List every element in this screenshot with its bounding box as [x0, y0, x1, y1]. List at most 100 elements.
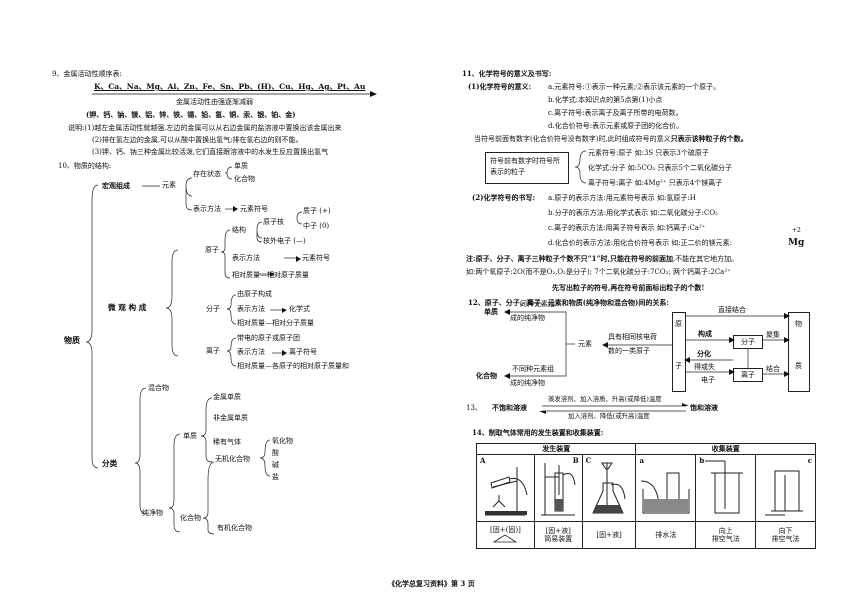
apparatus-B: B	[533, 453, 583, 523]
atom-box-char-1: 原	[675, 320, 682, 328]
q13-forward: 蒸发溶剂、加入溶质、升高(或降低)温度	[548, 395, 662, 403]
tree-micro: 微 观 构 成	[108, 303, 147, 312]
col-a-caption: 排水法	[635, 521, 697, 550]
q11-meaning-b: b.化学式:本知识点的第5点第(1)小点	[548, 96, 663, 104]
atom-box	[672, 312, 686, 392]
rel-same-pure: 成的纯净物	[510, 314, 545, 322]
prefix-ion: 离子符号:离子 如:4Mg²⁺ 只表示4个镁离子	[588, 179, 723, 187]
q9-note-3: (3)钾、钙、钠三种金属比较活泼,它们直接跟溶液中的水发生反应置换出氢气	[92, 148, 329, 156]
classify-salt: 盐	[272, 473, 279, 481]
tree-root-matter: 物质	[64, 335, 80, 345]
tree-atom-rep: 表示方法	[232, 254, 260, 262]
rel-compose: 构成	[698, 329, 712, 338]
rel-compound: 化合物	[476, 371, 497, 380]
gen-A-caption: [固+(固)]	[476, 521, 535, 550]
rel-same-nuc-1: 具有相同核电荷	[608, 333, 657, 341]
classify-acid: 酸	[272, 449, 279, 457]
q11-meaning-c: c.离子符号:表示离子及离子所带的电荷数。	[548, 109, 683, 117]
tree-molecule: 分子	[206, 305, 220, 313]
q11-meaning-d: d.化合价符号:表示元素或原子团的化合价。	[548, 122, 684, 130]
classify-label: 分类	[102, 459, 118, 468]
saturated-solution: 饱和溶液	[690, 403, 718, 412]
q9-mnemonic: (钾、钙、钠、镁、铝、锌、铁、锡、铅、氢、铜、汞、银、铂、金)	[86, 110, 296, 119]
gen-B-caption: [固+液]简易装置	[533, 521, 583, 550]
simple-gen-apparatus-icon	[541, 463, 576, 516]
q11-writing-b: b.分子的表示方法:用化学式表示 如:二氧化碳分子:CO₂	[548, 209, 718, 217]
classify-organic: 有机化合物	[217, 524, 252, 532]
gen-header: 发生装置	[475, 443, 637, 455]
tree-electron: 核外电子 (—)	[263, 237, 306, 245]
activity-arrow-caption: 金属活动性由强逐渐减弱	[176, 98, 253, 106]
q10-title: 10、物质的结构:	[58, 162, 112, 170]
q11-writing-a: a.原子的表示方法:用元素符号表示 如:氢原子:H	[548, 194, 696, 202]
heat-triangle-icon	[493, 534, 518, 543]
q11-meaning-a: a.元素符号:①表示一种元素;②表示该元素的一个原子。	[548, 83, 721, 91]
matter-box-char-2: 质	[795, 362, 802, 370]
rel-simple: 单质	[484, 307, 498, 316]
q11-writing-c: c.离子的表示方法:用离子符号表示 如:钙离子:Ca²⁺	[548, 224, 706, 232]
rel-same-nuc-2: 数的一类原子	[608, 347, 650, 355]
classify-noble: 稀有气体	[213, 438, 241, 446]
rel-same-elem: 同种元素组	[520, 300, 555, 308]
gen-C-caption: [固+液]	[581, 521, 637, 550]
number-prefix-box: 符号前有数字时符号所表示的粒子	[485, 152, 569, 184]
tree-ion-mass: 相对质量—各原子的相对原子质量和	[237, 362, 349, 370]
q13-backward: 加入溶剂、降低(或升高)温度	[568, 412, 650, 420]
q11-example: 如:两个氧原子:2O(而不是O₂,O₂是分子); 7个二氧化碳分子:7CO₂; …	[466, 268, 731, 276]
ion-box: 离子	[733, 368, 763, 382]
metal-activity-sequence: K、Ca、Na、Mg、Al、Zn、Fe、Sn、Pb、(H)、Cu、Hg、Ag、P…	[94, 82, 366, 91]
page-footer: 《化学总复习资料》第 3 页	[388, 579, 475, 588]
tree-mol-mass: 相对质量—相对分子质量	[237, 319, 314, 327]
q14-title: 14、制取气体常用的发生装置和收集装置:	[472, 428, 604, 437]
q11-writing-d: d.化合价的表示方法:用化合价符号表示 如:正二价的镁元素:	[548, 239, 733, 247]
classify-oxide: 氧化物	[272, 437, 293, 445]
valence-symbol: Mg	[788, 238, 805, 248]
upward-air-icon	[704, 460, 743, 514]
tree-simple: 单质	[234, 162, 248, 170]
apparatus-a: a	[635, 453, 697, 523]
valence-sup: +2	[792, 227, 801, 234]
tree-ion-symbol: 离子符号	[289, 348, 317, 356]
water-displacement-icon	[640, 472, 690, 514]
classify-simple: 单质	[183, 432, 197, 440]
matter-box	[788, 312, 810, 392]
tree-exist-state: 存在状态	[193, 170, 221, 178]
tree-ion: 离子	[206, 347, 220, 355]
classify-mixture: 混合物	[148, 384, 169, 392]
tree-elem-symbol: 元素符号	[240, 205, 268, 213]
q11-writing-label: (2)化学符号的书写:	[472, 193, 536, 202]
rel-direct: 直接结合	[718, 306, 746, 314]
rel-gather: 聚集	[766, 331, 780, 339]
tree-structure: 结构	[232, 226, 246, 234]
q12-title: 12、原子、分子、离子、元素和物质(纯净物和混合物)间的关系:	[468, 298, 669, 307]
q13-title: 13、	[466, 404, 482, 412]
col-b-caption: 向上排空气法	[695, 521, 757, 550]
q11-title: 11、化学符号的意义及书写:	[462, 69, 552, 78]
q9-note-1: 说明:(1)越左金属活动性就越强,左边的金属可以从右边金属的盐溶液中置换出该金属…	[68, 124, 342, 132]
atom-box-char-2: 子	[675, 362, 682, 370]
q11-meaning-label: (1)化学符号的意义:	[468, 82, 532, 91]
rel-electron: 电子	[701, 376, 715, 384]
q11-number-note: 当符号前面有数字(化合价符号没有数字)时,此时组成符号的意义只表示该种粒子的个数…	[474, 134, 748, 143]
prefix-formula: 化学式:分子 如:5CO₂ 只表示5个二氧化碳分子	[588, 164, 732, 172]
tree-neutron: 中子 (0)	[303, 222, 330, 230]
tree-atom: 原子	[205, 246, 219, 254]
classify-inorganic: 无机化合物	[215, 455, 250, 463]
matter-box-char-1: 物	[795, 320, 802, 328]
classify-compound: 化合物	[180, 514, 201, 522]
rel-diff-pure: 成的纯净物	[510, 379, 545, 387]
tree-ion-rep: 表示方法	[237, 348, 265, 356]
tree-mol-made: 由原子构成	[237, 290, 272, 298]
tree-element: 元素	[162, 181, 176, 189]
classify-nonmetal: 非金属单质	[213, 414, 248, 422]
tree-proton: 质子 (+)	[303, 207, 331, 215]
q9-note-2: (2)排在氢左边的金属,可以从酸中置换出氢气;排在氢右边的则不能。	[92, 136, 303, 144]
tree-compound: 化合物	[234, 175, 255, 183]
col-c-caption: 向下排空气法	[755, 521, 816, 550]
tree-elem-rep: 表示方法	[193, 205, 221, 213]
tree-chem-formula: 化学式	[289, 305, 310, 313]
tree-nucleus: 原子核	[263, 218, 284, 226]
tree-atom-symbol: 元素符号	[302, 254, 330, 262]
molecule-box: 分子	[733, 335, 763, 349]
rel-gain-lose: 得或失	[694, 363, 715, 371]
